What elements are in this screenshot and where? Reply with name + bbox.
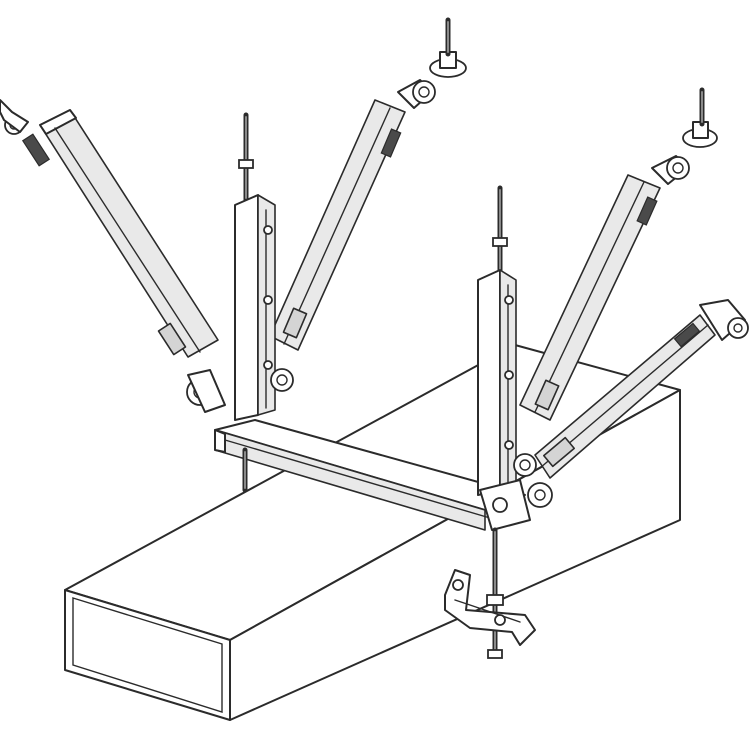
brace-right-outer <box>534 299 749 479</box>
duct <box>64 344 681 721</box>
hanger-rod <box>486 527 504 659</box>
duct-front-end <box>64 589 231 721</box>
brace-left-inner <box>269 17 467 351</box>
brace-left-outer <box>0 99 219 358</box>
crossbeam <box>214 419 526 531</box>
vertical-channel-right <box>477 185 553 531</box>
pipe-clamp <box>444 569 536 646</box>
brace-right-inner <box>519 87 718 421</box>
duct-front-opening <box>72 597 223 713</box>
vertical-channel-left <box>186 112 294 421</box>
